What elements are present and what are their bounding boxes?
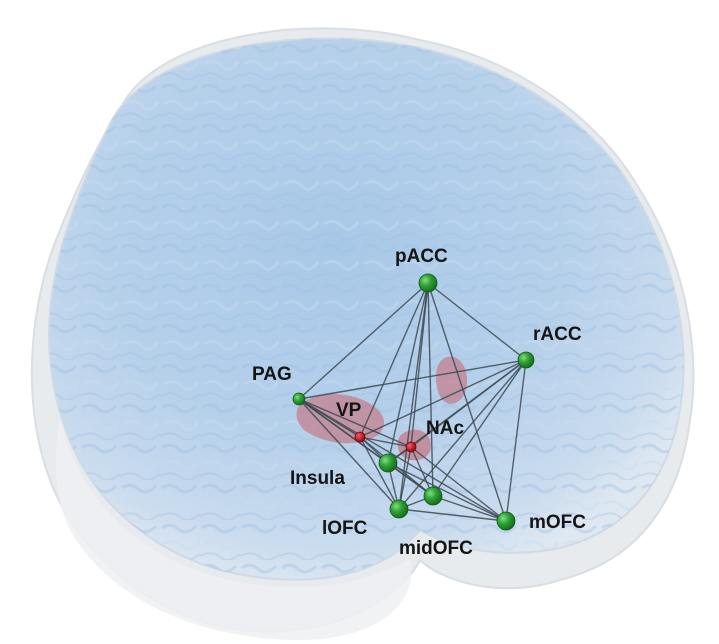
nodes-layer [292,273,535,531]
edge-pag-mofc [298,398,507,522]
edge-pacc-racc [427,282,527,361]
node-midofc [423,486,443,506]
node-pag [292,392,306,406]
node-lofc [389,499,409,519]
node-nac [405,441,417,453]
racc-region [436,356,468,404]
edge-pacc-vp [359,282,429,438]
edge-nac-lofc [398,446,412,510]
label-insula: Insula [290,468,345,489]
edge-pacc-mofc [427,282,507,522]
label-midofc: midOFC [399,538,473,559]
label-racc: rACC [533,324,582,345]
label-mofc: mOFC [529,512,586,533]
edge-racc-midofc [432,359,527,497]
label-nac: NAc [426,418,464,439]
temporal-lobe-shell [55,420,412,640]
edge-pacc-insula [387,282,429,464]
edge-midofc-mofc [432,495,507,522]
edge-racc-vp [359,359,527,438]
edge-racc-lofc [398,359,527,510]
edges-layer [298,282,527,522]
brain-texture [49,38,684,580]
edge-racc-mofc [505,359,527,522]
edge-racc-pag [298,359,527,400]
edge-vp-lofc [359,436,400,510]
node-racc [517,351,535,369]
node-mofc [496,511,516,531]
label-pag: PAG [252,364,292,385]
edge-vp-nac [359,436,412,448]
edge-pacc-midofc [427,282,434,497]
node-insula [378,453,398,473]
edge-lofc-mofc [398,508,507,522]
edge-pag-nac [298,398,412,448]
label-vp: VP [336,400,362,421]
node-vp [354,431,366,443]
node-pacc [418,273,438,293]
label-lofc: lOFC [322,518,368,539]
edge-pacc-pag [298,282,429,400]
label-pacc: pACC [395,246,448,267]
edge-pag-lofc [298,398,400,510]
edge-insula-mofc [387,462,507,522]
edge-nac-mofc [410,446,507,522]
